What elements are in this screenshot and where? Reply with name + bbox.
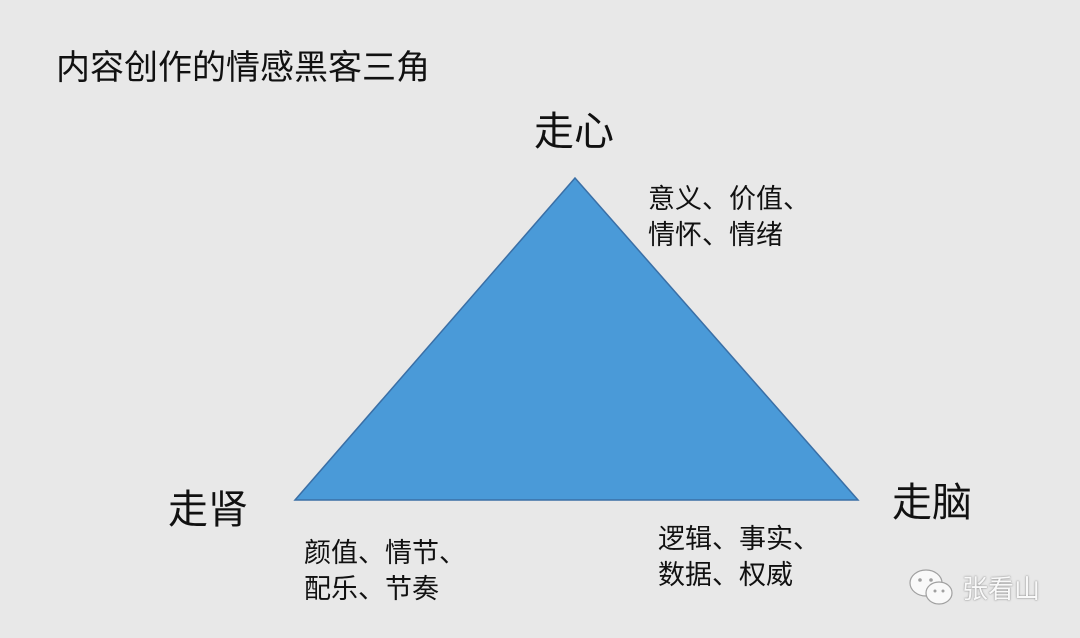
watermark-text: 张看山 — [962, 574, 1041, 605]
note-line: 意义、价值、 — [648, 184, 810, 215]
vertex-notes-top: 意义、价值、 情怀、情绪 — [648, 182, 810, 254]
vertex-label-left: 走肾 — [168, 487, 248, 533]
vertex-notes-left: 颜值、情节、 配乐、节奏 — [304, 536, 466, 608]
vertex-notes-right: 逻辑、事实、 数据、权威 — [658, 522, 820, 594]
diagram-title: 内容创作的情感黑客三角 — [56, 48, 430, 88]
watermark: 张看山 — [908, 568, 1040, 606]
note-line: 配乐、节奏 — [304, 574, 439, 605]
note-line: 颜值、情节、 — [304, 538, 466, 569]
note-line: 情怀、情绪 — [648, 220, 783, 251]
vertex-label-right: 走脑 — [892, 480, 972, 526]
triangle-shape — [293, 176, 860, 501]
vertex-label-top: 走心 — [534, 109, 614, 155]
wechat-icon — [909, 569, 953, 605]
note-line: 逻辑、事实、 — [658, 524, 820, 555]
note-line: 数据、权威 — [658, 560, 793, 591]
